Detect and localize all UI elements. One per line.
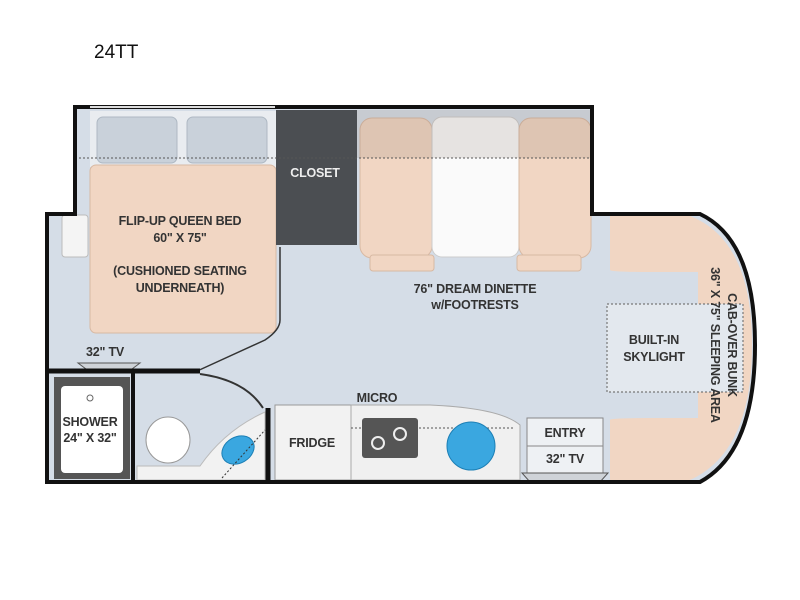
bedroom-tv-label: 32" TV bbox=[86, 345, 125, 359]
nightstand bbox=[61, 214, 89, 258]
bunk-label-1: CAB-OVER BUNK bbox=[725, 293, 739, 397]
closet-label: CLOSET bbox=[290, 166, 340, 180]
fridge-label: FRIDGE bbox=[289, 436, 335, 450]
micro-label: MICRO bbox=[357, 391, 398, 405]
closet bbox=[276, 110, 357, 245]
entry-label: ENTRY bbox=[545, 426, 587, 440]
shower-drain bbox=[86, 394, 94, 402]
bath-door-swing bbox=[199, 373, 264, 409]
bed-mattress bbox=[89, 164, 277, 334]
toilet bbox=[145, 416, 191, 464]
bed-label-3: (CUSHIONED SEATING bbox=[113, 264, 247, 278]
skylight-label-2: SKYLIGHT bbox=[623, 350, 685, 364]
shower-label-1: SHOWER bbox=[62, 415, 117, 429]
bedroom-tv bbox=[76, 362, 142, 370]
burner-2 bbox=[393, 427, 407, 441]
bunk-label-2: 36" X 75" SLEEPING AREA bbox=[708, 267, 722, 423]
footrest-left bbox=[369, 254, 435, 272]
pillow-right bbox=[186, 116, 268, 164]
shower-label-2: 24" X 32" bbox=[63, 431, 116, 445]
cab-over-bunk bbox=[609, 216, 752, 480]
dinette-label-2: w/FOOTRESTS bbox=[430, 298, 518, 312]
stove bbox=[362, 418, 418, 458]
shower-pan bbox=[61, 386, 123, 473]
pillow-left bbox=[96, 116, 178, 164]
bath-dashed bbox=[221, 429, 266, 479]
exterior-wall bbox=[45, 105, 758, 484]
skylight-outline bbox=[606, 303, 744, 393]
burner-1 bbox=[371, 436, 385, 450]
kitchen-sink bbox=[446, 421, 496, 471]
dinette-label-1: 76" DREAM DINETTE bbox=[414, 282, 537, 296]
entry-tv-label: 32" TV bbox=[546, 452, 585, 466]
bed-label-2: 60" X 75" bbox=[153, 231, 206, 245]
bedroom-door bbox=[194, 247, 281, 373]
model-title: 24TT bbox=[94, 42, 139, 63]
skylight-label-1: BUILT-IN bbox=[629, 333, 679, 347]
bed-label-1: FLIP-UP QUEEN BED bbox=[119, 214, 242, 228]
footrest-right bbox=[516, 254, 582, 272]
bed-label-4: UNDERNEATH) bbox=[136, 281, 225, 295]
bath-sink bbox=[221, 435, 255, 465]
slide-shadow bbox=[357, 110, 592, 158]
